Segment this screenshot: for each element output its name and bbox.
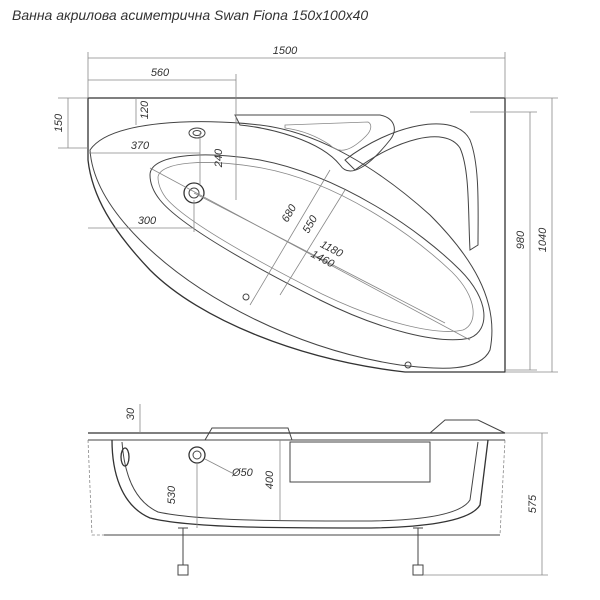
- label-1040: 1040: [537, 227, 549, 252]
- top-view-headrest-pad: [284, 121, 372, 151]
- label-370: 370: [131, 140, 150, 152]
- side-overflow-inner: [192, 450, 202, 460]
- label-680: 680: [280, 202, 300, 225]
- label-980: 980: [515, 230, 527, 249]
- side-overflow-outer: [188, 446, 206, 464]
- label-400: 400: [264, 470, 276, 489]
- side-tub-inner: [121, 441, 479, 522]
- side-panel-outline: [87, 439, 506, 536]
- label-240: 240: [213, 148, 225, 168]
- label-530: 530: [166, 485, 178, 504]
- side-headrest-right: [429, 419, 506, 434]
- side-seat-block: [289, 441, 431, 483]
- top-view-side-panel: [344, 123, 479, 251]
- side-tub-body: [111, 439, 489, 529]
- label-30: 30: [125, 407, 137, 420]
- side-view: 30 Ø50 530 400 575: [87, 404, 548, 576]
- drain-inner: [188, 187, 200, 199]
- top-view-small-mark-left: [242, 293, 250, 301]
- dim-overflow-leader: [204, 458, 233, 474]
- label-overflow-diameter: Ø50: [231, 467, 254, 479]
- dim-line-680: [249, 169, 331, 306]
- dim-line-1460: [149, 167, 471, 341]
- page-title: Ванна акрилова асиметрична Swan Fiona 15…: [12, 7, 369, 23]
- top-view: 1500 560 150 120 370 240 300 680 550 118…: [53, 45, 558, 373]
- label-560: 560: [151, 67, 170, 79]
- top-view-outer-outline: [87, 97, 506, 373]
- label-150: 150: [53, 113, 65, 132]
- dim-line-550: [279, 189, 346, 296]
- top-view-basin: [149, 154, 485, 341]
- label-1500: 1500: [273, 45, 298, 57]
- top-view-rim: [89, 121, 493, 369]
- top-view-small-mark: [404, 361, 412, 369]
- label-575: 575: [527, 494, 539, 513]
- overflow-top-inner: [192, 130, 202, 136]
- dim-line-1180: [193, 192, 446, 324]
- top-view-headrest: [234, 114, 395, 172]
- side-legs: [177, 527, 424, 576]
- side-valve: [120, 447, 130, 467]
- label-300: 300: [138, 215, 157, 227]
- label-120: 120: [139, 100, 151, 119]
- side-headrest: [204, 427, 293, 441]
- overflow-top: [188, 127, 206, 139]
- label-550: 550: [301, 213, 321, 236]
- top-view-basin-inner: [157, 162, 474, 332]
